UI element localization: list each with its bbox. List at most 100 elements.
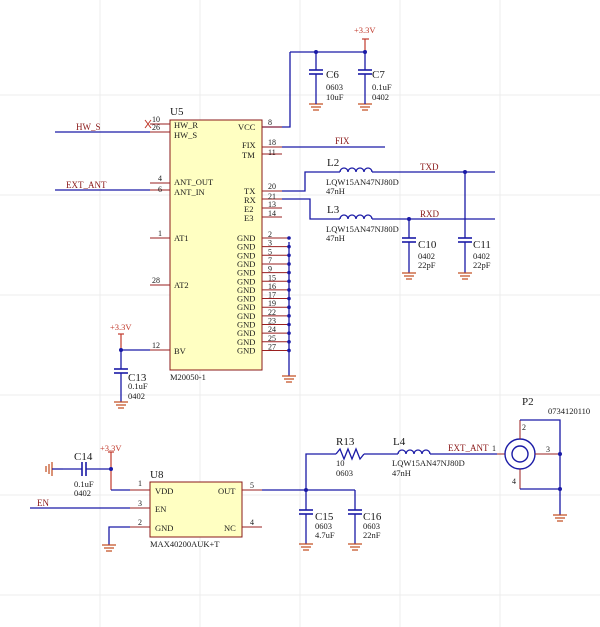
- capacitor-c13[interactable]: C13 0.1uF 0402: [114, 350, 148, 402]
- svg-text:4: 4: [250, 518, 254, 527]
- capacitor-c11[interactable]: C11 0402 22pF: [458, 172, 491, 273]
- inductor-l4[interactable]: L4 LQW15AN47NJ80D 47nH: [392, 436, 465, 478]
- svg-text:21: 21: [268, 192, 276, 201]
- u8-pin-out: 5 OUT: [218, 481, 262, 496]
- capacitor-c15[interactable]: C15 0603 4.7uF: [299, 490, 335, 544]
- svg-text:LQW15AN47NJ80D: LQW15AN47NJ80D: [392, 458, 465, 468]
- ground-symbol: [402, 272, 416, 280]
- svg-text:2: 2: [138, 518, 142, 527]
- svg-text:TM: TM: [242, 150, 255, 160]
- svg-text:3: 3: [546, 445, 550, 454]
- u5-pin-hw-r: 10 HW_R: [144, 115, 198, 130]
- svg-text:0.1uF: 0.1uF: [372, 82, 392, 92]
- net-label-ext-ant-2: EXT_ANT: [448, 443, 489, 453]
- pin-number: 16: [268, 282, 276, 291]
- pin-number: 17: [268, 291, 276, 300]
- svg-text:10uF: 10uF: [326, 92, 344, 102]
- svg-text:6: 6: [158, 185, 162, 194]
- ground-symbol: [348, 543, 362, 551]
- inductor-l3[interactable]: L3 LQW15AN47NJ80D 47nH: [326, 204, 399, 243]
- svg-text:L4: L4: [393, 436, 406, 448]
- svg-text:1: 1: [158, 229, 162, 238]
- svg-text:R13: R13: [336, 436, 355, 448]
- svg-text:C14: C14: [74, 451, 93, 463]
- svg-text:22nF: 22nF: [363, 530, 381, 540]
- svg-text:22pF: 22pF: [418, 260, 436, 270]
- u5-pin-at1: 1 AT1: [150, 229, 189, 243]
- svg-text:+3.3V: +3.3V: [110, 322, 132, 332]
- ground-symbol: [299, 543, 313, 551]
- resistor-r13[interactable]: R13 10 0603: [335, 436, 365, 478]
- pin-name: GND: [237, 345, 255, 355]
- ic-u8[interactable]: U8 MAX40200AUK+T: [149, 469, 243, 549]
- svg-text:U8: U8: [150, 469, 164, 481]
- pin-number: 24: [268, 325, 276, 334]
- svg-text:U5: U5: [170, 106, 184, 118]
- svg-text:LQW15AN47NJ80D: LQW15AN47NJ80D: [326, 224, 399, 234]
- net-label-rxd: RXD: [420, 209, 440, 219]
- pin-name: GND: [237, 268, 255, 278]
- svg-text:LQW15AN47NJ80D: LQW15AN47NJ80D: [326, 177, 399, 187]
- capacitor-c10[interactable]: C10 0402 22pF: [402, 219, 437, 273]
- svg-text:OUT: OUT: [218, 486, 236, 496]
- svg-text:VCC: VCC: [238, 122, 256, 132]
- pin-name: GND: [237, 328, 255, 338]
- svg-text:L3: L3: [327, 204, 340, 216]
- u5-pin-bv: 12 BV: [150, 341, 187, 356]
- capacitor-c7[interactable]: C7 0.1uF 0402: [358, 52, 392, 102]
- pin-name: GND: [237, 302, 255, 312]
- svg-text:GND: GND: [155, 523, 173, 533]
- u5-pin-e2: 13 E2: [244, 200, 282, 214]
- pin-name: GND: [237, 337, 255, 347]
- svg-text:18: 18: [268, 138, 276, 147]
- power-port-3v3-bv: +3.3V: [110, 322, 132, 350]
- pin-name: GND: [237, 294, 255, 304]
- svg-text:EN: EN: [155, 504, 166, 514]
- inductor-l2[interactable]: L2 LQW15AN47NJ80D 47nH: [326, 157, 399, 196]
- capacitor-c14[interactable]: C14 0.1uF 0402: [63, 451, 111, 498]
- u5-pin-hw-s: 26 HW_S: [150, 123, 197, 140]
- u5-pin-at2: 28 AT2: [150, 276, 189, 290]
- pin-number: 7: [268, 256, 272, 265]
- svg-text:C10: C10: [418, 239, 437, 251]
- svg-text:10: 10: [336, 458, 345, 468]
- pin-name: GND: [237, 276, 255, 286]
- svg-text:4: 4: [512, 477, 516, 486]
- pin-number: 5: [268, 247, 272, 256]
- svg-text:HW_R: HW_R: [174, 120, 198, 130]
- svg-text:47nH: 47nH: [326, 233, 345, 243]
- svg-text:47nH: 47nH: [392, 468, 411, 478]
- ground-symbol: [358, 100, 372, 111]
- svg-text:MAX40200AUK+T: MAX40200AUK+T: [150, 539, 220, 549]
- svg-text:C6: C6: [326, 69, 339, 81]
- svg-text:13: 13: [268, 200, 276, 209]
- ground-symbol: [114, 401, 128, 409]
- power-port-3v3-top: +3.3V: [354, 25, 376, 52]
- svg-text:0603: 0603: [326, 82, 343, 92]
- u5-pin-vcc: 8 VCC: [238, 118, 282, 132]
- ic-u5[interactable]: U5 M20050-1: [169, 106, 263, 382]
- svg-text:C15: C15: [315, 511, 334, 523]
- svg-text:5: 5: [250, 481, 254, 490]
- u8-pin-nc: 4 NC: [224, 518, 262, 533]
- svg-text:4: 4: [158, 174, 162, 183]
- svg-text:P2: P2: [522, 396, 534, 408]
- pin-number: 2: [268, 230, 272, 239]
- capacitor-c16[interactable]: C16 0603 22nF: [348, 490, 382, 544]
- svg-text:22pF: 22pF: [473, 260, 491, 270]
- svg-text:AT1: AT1: [174, 233, 189, 243]
- svg-text:BV: BV: [174, 346, 187, 356]
- capacitor-c6[interactable]: C6 0603 10uF: [309, 52, 344, 102]
- pin-name: GND: [237, 233, 255, 243]
- net-label-hw-s: HW_S: [76, 122, 101, 132]
- svg-text:VDD: VDD: [155, 486, 173, 496]
- connector-p2[interactable]: P2 0734120110 1 2 3 4: [492, 396, 590, 489]
- svg-text:HW_S: HW_S: [174, 130, 197, 140]
- svg-text:0.1uF: 0.1uF: [128, 381, 148, 391]
- svg-text:47nH: 47nH: [326, 186, 345, 196]
- power-port-3v3-u8: +3.3V: [100, 443, 122, 490]
- svg-text:0402: 0402: [372, 92, 389, 102]
- svg-text:+3.3V: +3.3V: [100, 443, 122, 453]
